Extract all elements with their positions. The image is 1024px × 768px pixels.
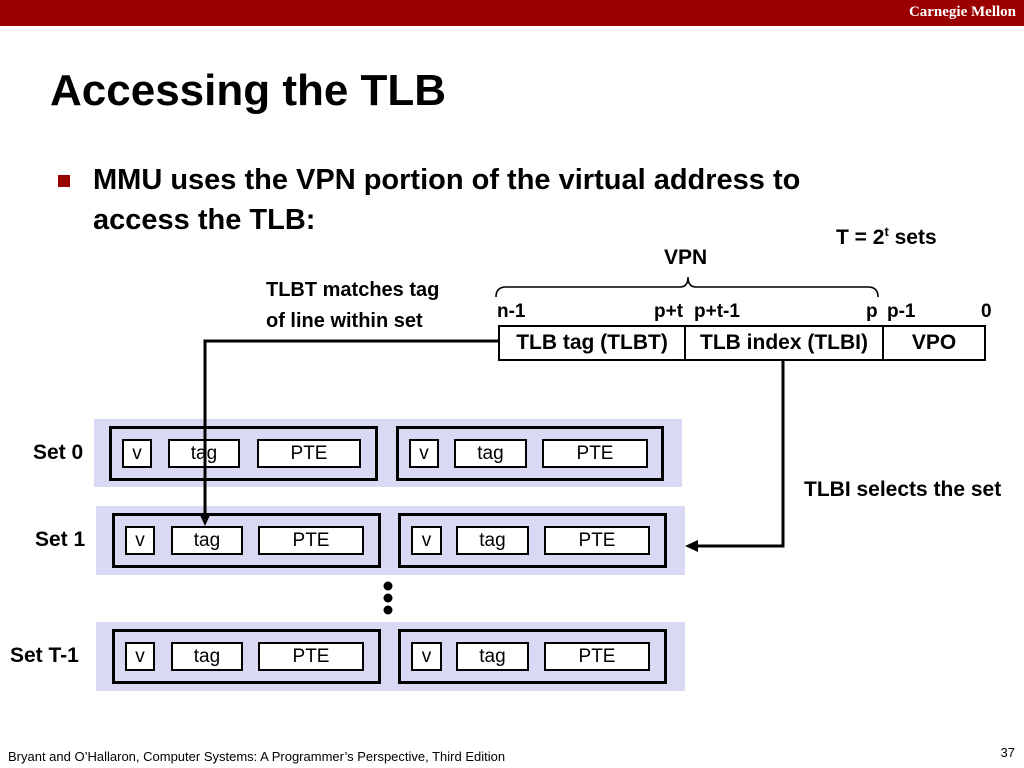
tlbi-arrow-head xyxy=(685,540,698,552)
vpn-brace xyxy=(495,276,879,298)
page-number: 37 xyxy=(1000,745,1015,760)
tlb-line: v tag PTE xyxy=(396,426,664,481)
brand-label: Carnegie Mellon xyxy=(908,4,1016,20)
valid-bit: v xyxy=(125,526,155,555)
tlb-line: v tag PTE xyxy=(112,629,381,684)
bit-label-p: p xyxy=(866,301,878,322)
valid-bit: v xyxy=(122,439,152,468)
tlb-line: v tag PTE xyxy=(109,426,378,481)
tlb-line: v tag PTE xyxy=(398,513,667,568)
ellipsis-dot xyxy=(383,605,393,615)
tlbt-arrow-line xyxy=(203,339,498,514)
pte-field: PTE xyxy=(544,642,650,671)
bit-label-p-plus-t-minus-1: p+t-1 xyxy=(694,301,740,322)
tlbt-arrow-head xyxy=(199,513,211,526)
sets-formula: T = 2t sets xyxy=(836,224,937,249)
bit-label-0: 0 xyxy=(981,301,992,322)
tlbt-note-line2: of line within set xyxy=(266,310,423,332)
tag-field: tag xyxy=(171,642,243,671)
tlb-line: v tag PTE xyxy=(112,513,381,568)
set-label-0: Set 0 xyxy=(33,441,84,464)
tag-field: tag xyxy=(454,439,527,468)
tlb-line: v tag PTE xyxy=(398,629,667,684)
bit-label-p-1: p-1 xyxy=(887,301,916,322)
vpo-field: VPO xyxy=(911,331,957,354)
tag-field: tag xyxy=(171,526,243,555)
bullet-marker xyxy=(58,175,70,187)
bit-label-p-plus-t: p+t xyxy=(654,301,684,322)
footer-citation: Bryant and O’Hallaron, Computer Systems:… xyxy=(8,749,506,764)
valid-bit: v xyxy=(411,526,442,555)
virtual-address-box: TLB tag (TLBT) TLB index (TLBI) VPO xyxy=(498,325,986,361)
set-label-t-1: Set T-1 xyxy=(10,644,79,667)
tag-field: tag xyxy=(456,526,529,555)
valid-bit: v xyxy=(411,642,442,671)
slide-title: Accessing the TLB xyxy=(50,66,447,115)
pte-field: PTE xyxy=(542,439,648,468)
pte-field: PTE xyxy=(544,526,650,555)
bit-label-n-1: n-1 xyxy=(497,301,526,322)
tag-field: tag xyxy=(456,642,529,671)
ellipsis-dot xyxy=(383,581,393,591)
pte-field: PTE xyxy=(258,526,364,555)
pte-field: PTE xyxy=(258,642,364,671)
valid-bit: v xyxy=(409,439,439,468)
vpn-label: VPN xyxy=(664,246,708,269)
header-bar: Carnegie Mellon xyxy=(0,0,1024,26)
tlbi-arrow-line xyxy=(697,361,785,548)
valid-bit: v xyxy=(125,642,155,671)
tlbt-note-line1: TLBT matches tag xyxy=(266,279,440,301)
set-label-1: Set 1 xyxy=(35,528,86,551)
pte-field: PTE xyxy=(257,439,361,468)
tlbi-field: TLB index (TLBI) xyxy=(686,327,884,359)
ellipsis-dot xyxy=(383,593,393,603)
tlbt-field: TLB tag (TLBT) xyxy=(500,327,686,359)
tlbi-note: TLBI selects the set xyxy=(804,478,1002,501)
bullet-text: MMU uses the VPN portion of the virtual … xyxy=(93,164,801,236)
